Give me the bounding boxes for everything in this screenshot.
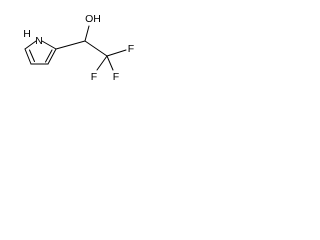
fluorine-bottom-right-label: F <box>113 71 119 83</box>
ring-bond-n-c2 <box>41 40 57 50</box>
pyrrole-n-label: N <box>35 35 43 47</box>
bond-carbinol-cf3 <box>84 40 108 57</box>
fluorine-top-label: F <box>128 43 134 55</box>
hydroxyl-label: OH <box>85 13 101 25</box>
ring-bond-c5-n <box>24 40 37 50</box>
bond-c2-carbinol <box>55 40 86 50</box>
ring-bond-c4-c5-inner <box>29 49 35 62</box>
bond-cf3-f-left <box>96 55 108 71</box>
bond-carbinol-oh <box>84 25 90 42</box>
fluorine-bottom-left-label: F <box>91 71 97 83</box>
molecule-diagram: H N OH F F F <box>23 13 134 83</box>
structure-canvas: H N OH F F F <box>0 0 160 99</box>
pyrrole-h-label: H <box>23 28 31 40</box>
ring-bond-c2-c3-inner <box>45 49 53 63</box>
ring-bond-c2-c3 <box>47 48 57 65</box>
ring-bond-c4-c5 <box>24 48 32 65</box>
bond-cf3-f-top <box>106 49 127 57</box>
bond-cf3-f-right <box>106 55 114 71</box>
